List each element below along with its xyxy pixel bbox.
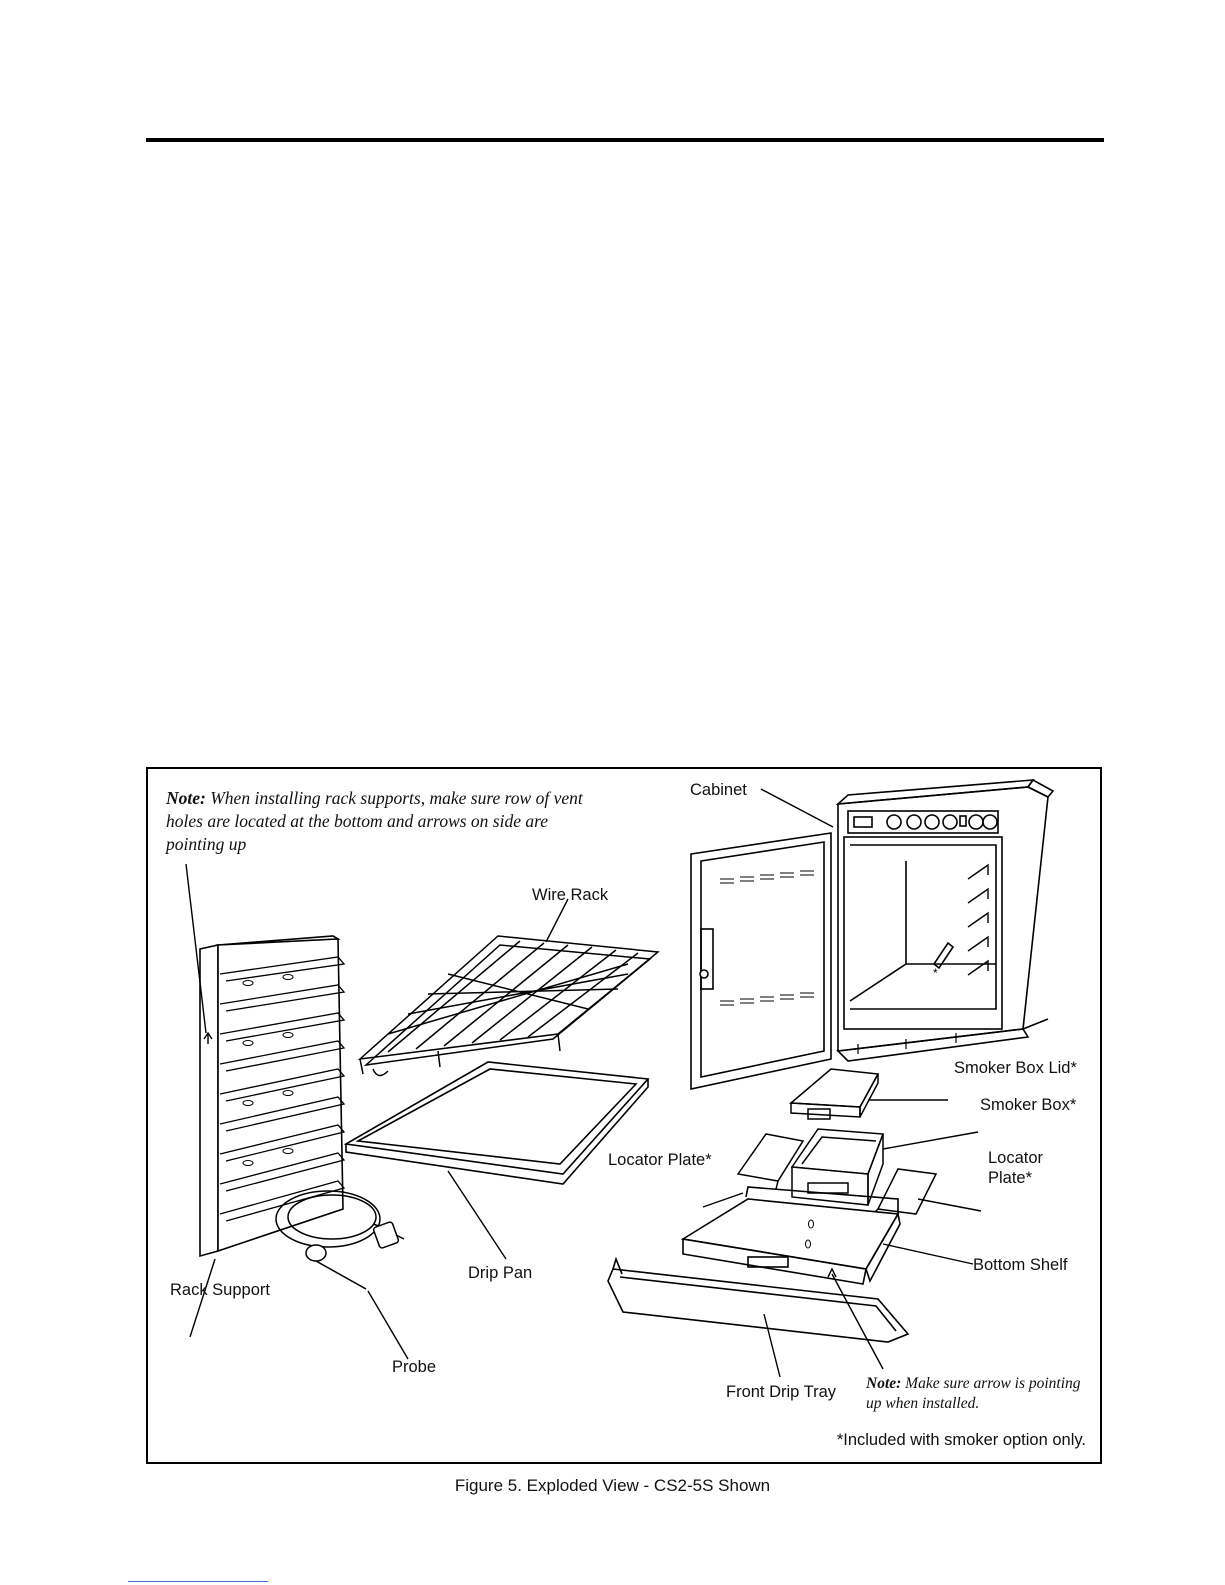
smoker-box-label: Smoker Box* xyxy=(980,1096,1077,1114)
rack-support-label: Rack Support xyxy=(170,1281,270,1299)
rack-support-note: Note: When installing rack supports, mak… xyxy=(166,788,583,854)
exploded-view-drawing: * xyxy=(185,778,1055,1378)
drip-pan-drawing xyxy=(343,1061,650,1260)
header-rule xyxy=(146,138,1104,142)
front-drip-tray-drawing xyxy=(607,1256,910,1378)
smoker-box-lid-drawing xyxy=(789,1068,948,1120)
svg-text:*: * xyxy=(933,966,938,980)
wire-rack-label: Wire Rack xyxy=(532,886,609,904)
locator-plate-right-label-line2: Plate* xyxy=(988,1169,1033,1187)
bottom-shelf-drawing xyxy=(680,1186,974,1285)
cabinet-label: Cabinet xyxy=(690,781,747,799)
locator-plate-left-label: Locator Plate* xyxy=(608,1151,712,1169)
exploded-view-figure: * xyxy=(146,767,1102,1464)
locator-plate-right-label-line1: Locator xyxy=(988,1149,1044,1167)
rack-support-drawing xyxy=(185,863,346,1338)
smoker-box-lid-label: Smoker Box Lid* xyxy=(954,1059,1077,1077)
drip-pan-label: Drip Pan xyxy=(468,1264,533,1282)
smoker-option-footnote: *Included with smoker option only. xyxy=(836,1431,1086,1449)
bottom-shelf-label: Bottom Shelf xyxy=(973,1256,1068,1274)
wire-rack-drawing xyxy=(357,898,660,1077)
front-drip-tray-label: Front Drip Tray xyxy=(726,1383,837,1401)
cabinet-drawing: * xyxy=(690,778,1055,1090)
bottom-rule xyxy=(128,1581,268,1582)
figure-caption: Figure 5. Exploded View - CS2-5S Shown xyxy=(454,1476,771,1495)
bottom-shelf-note: Note: Make sure arrow is pointing up whe… xyxy=(866,1375,1081,1412)
probe-label: Probe xyxy=(392,1358,437,1376)
probe-drawing xyxy=(275,1190,409,1360)
